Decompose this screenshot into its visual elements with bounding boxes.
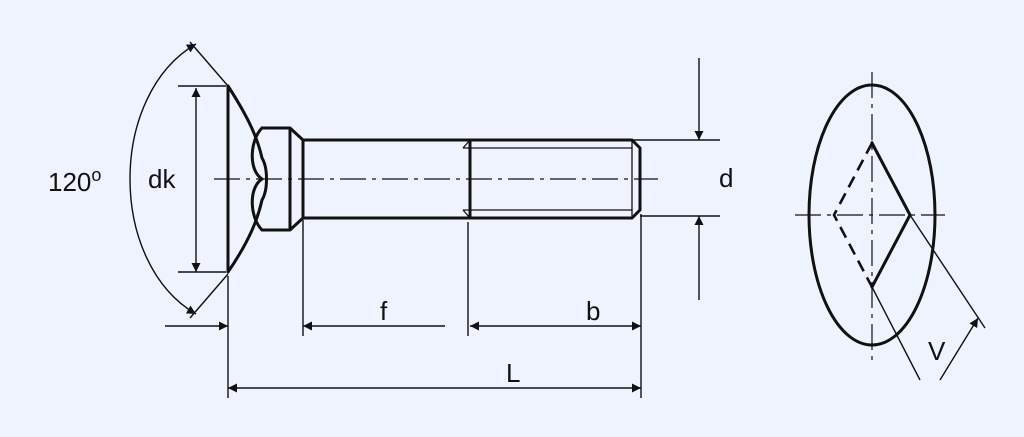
thread-section bbox=[468, 138, 642, 220]
thread-runout bbox=[462, 139, 633, 219]
bolt-head bbox=[226, 84, 268, 274]
square-edge-top bbox=[870, 141, 912, 217]
bolt-head-neck-curve bbox=[250, 126, 264, 232]
dim-line-v bbox=[939, 317, 979, 381]
end-view bbox=[795, 72, 986, 381]
dim-arc-angle bbox=[129, 43, 197, 315]
ext-line-angle-top bbox=[189, 41, 229, 87]
shank bbox=[301, 138, 472, 220]
square-edge-bottom bbox=[870, 213, 912, 289]
square-neck bbox=[260, 126, 305, 232]
label-angle: 120o bbox=[48, 165, 101, 197]
label-d: d bbox=[719, 163, 733, 193]
dimensions bbox=[129, 41, 720, 398]
ext-line-v-lower bbox=[871, 286, 921, 381]
label-b: b bbox=[586, 296, 600, 326]
labels: 120o dk d f b L V bbox=[48, 163, 946, 388]
label-dk: dk bbox=[148, 164, 176, 194]
label-l: L bbox=[506, 358, 520, 388]
ext-line-angle-bottom bbox=[189, 273, 229, 319]
side-view bbox=[214, 84, 658, 274]
label-v: V bbox=[928, 336, 946, 366]
ext-line-v-upper bbox=[909, 214, 986, 329]
label-f: f bbox=[380, 296, 388, 326]
